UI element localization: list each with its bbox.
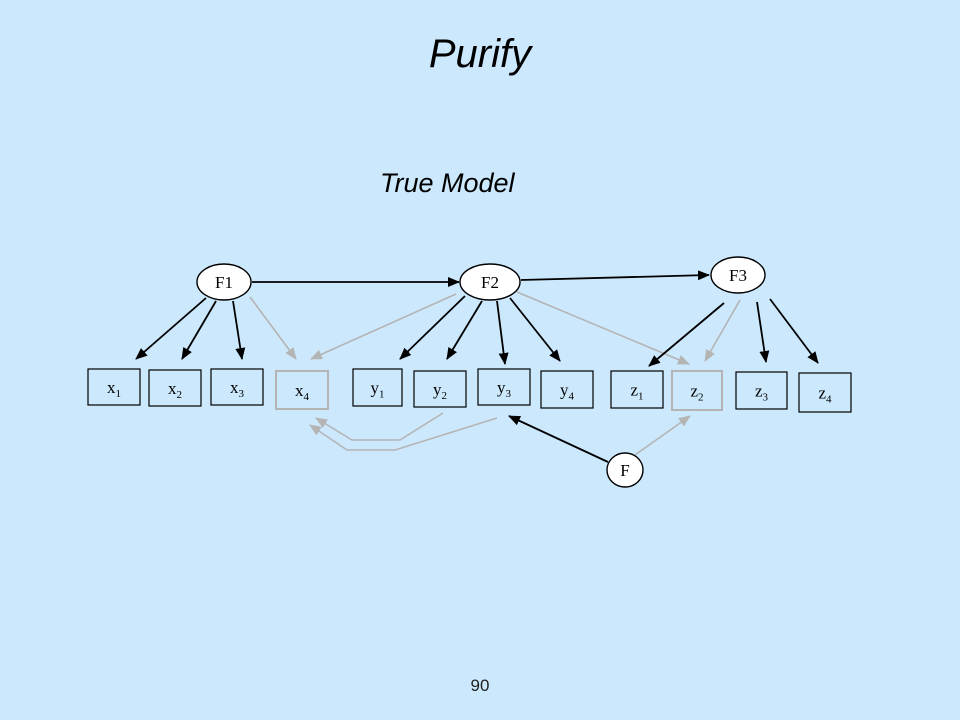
edge-f2-to-f3	[520, 270, 710, 281]
svg-text:z2: z2	[690, 382, 703, 404]
svg-text:z4: z4	[818, 384, 832, 406]
edge-f-to-y3	[508, 415, 609, 463]
svg-text:y3: y3	[497, 378, 512, 400]
svg-text:y2: y2	[433, 380, 447, 402]
edge-f3-to-z3	[756, 301, 770, 363]
indicator-z1: z1	[610, 370, 664, 409]
edge-f1-to-x1	[135, 297, 207, 360]
edge-f1-to-x3	[232, 300, 246, 360]
indicator-y3: y3	[477, 368, 531, 406]
edge-f2-to-z2	[516, 291, 690, 365]
indicator-y4: y4	[540, 370, 594, 409]
edge-y3-to-x4	[309, 417, 498, 451]
svg-text:x2: x2	[168, 379, 182, 401]
edge-f3-to-z1	[648, 302, 725, 367]
edge-f2-to-y1	[399, 295, 466, 360]
edge-f2-to-y2	[446, 300, 483, 360]
edge-f3-to-z2	[704, 299, 741, 362]
svg-text:x1: x1	[107, 378, 121, 400]
svg-text:z1: z1	[630, 381, 643, 403]
indicator-z4: z4	[798, 372, 852, 413]
svg-text:x4: x4	[295, 381, 310, 403]
edge-f2-to-x4	[310, 293, 457, 360]
svg-text:x3: x3	[230, 378, 245, 400]
indicator-z2: z2	[671, 370, 723, 411]
indicator-y2: y2	[413, 370, 467, 408]
edge-f3-to-z4	[769, 298, 819, 364]
indicator-x4: x4	[275, 370, 329, 410]
svg-text:F2: F2	[481, 273, 499, 292]
edge-f2-to-y4	[509, 297, 561, 362]
indicator-z3: z3	[735, 371, 788, 410]
edge-f1-to-x2	[181, 300, 217, 360]
edge-y2-to-x4	[315, 412, 444, 441]
slide-title: Purify	[428, 32, 532, 76]
svg-text:y1: y1	[371, 379, 385, 401]
indicator-x2: x2	[148, 369, 202, 407]
indicator-x3: x3	[210, 368, 264, 406]
latent-f1: F1	[196, 263, 252, 301]
latent-f: F	[606, 452, 644, 488]
svg-text:z3: z3	[755, 382, 769, 404]
page-number: 90	[470, 676, 490, 695]
svg-text:F3: F3	[729, 266, 747, 285]
latent-f2: F2	[459, 263, 521, 301]
svg-text:F: F	[620, 461, 629, 480]
edge-f-to-z2	[634, 415, 691, 456]
edge-f2-to-y3	[496, 300, 509, 365]
svg-text:y4: y4	[560, 381, 575, 403]
edge-f1-to-x4	[249, 296, 297, 360]
svg-text:F1: F1	[215, 273, 233, 292]
indicator-x1: x1	[87, 368, 141, 406]
slide-subtitle: True Model	[380, 168, 515, 198]
indicator-y1: y1	[352, 368, 403, 407]
latent-f3: F3	[710, 256, 766, 294]
